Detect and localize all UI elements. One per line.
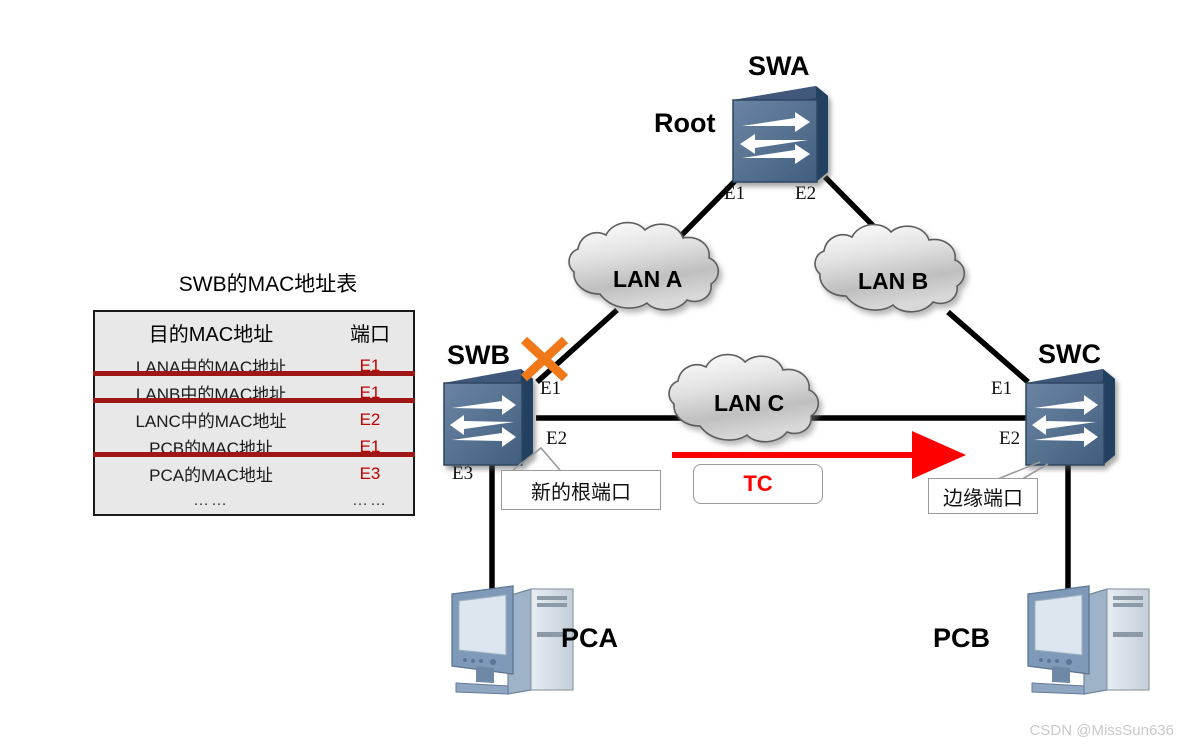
port-label-swb-e2: E2 [546,428,568,449]
mac-entry: PCA的MAC地址 [149,466,273,485]
port-entry: E3 [359,463,381,483]
label-pca: PCA [561,623,619,653]
switch-swb-icon [443,369,533,466]
port-label-swa-e2: E2 [795,183,817,204]
port-entry-ellipsis: …… [352,491,388,509]
link-fault-x-icon [520,336,569,382]
label-root: Root [654,108,716,138]
links [489,175,1071,590]
pc-pcb-icon [1027,585,1150,695]
port-label-swc-e2: E2 [999,428,1021,449]
column-header-port: 端口 [350,323,390,346]
mac-address-table: 目的MAC地址 端口 LANA中的MAC地址 E1 LANB中的MAC地址 E1… [93,310,415,516]
pc-pca-icon [451,585,574,695]
switch-swa-icon [732,86,828,183]
label-swb: SWB [447,340,510,370]
label-lan-c: LAN C [714,390,785,416]
strikethrough-row-1 [93,371,415,376]
link-swa-lanb [823,175,907,260]
label-pcb: PCB [933,623,991,653]
tc-flow-label: TC [743,471,773,496]
table-row: …… …… [94,487,414,515]
port-entry: E1 [359,355,381,375]
mac-table-title: SWB的MAC地址表 [178,273,358,296]
strikethrough-row-4 [93,452,415,457]
port-entry: E1 [359,436,381,456]
port-entry: E1 [359,382,381,402]
port-label-swa-e1: E1 [724,183,746,204]
column-header-mac: 目的MAC地址 [148,323,274,346]
port-label-swb-e3: E3 [452,463,474,484]
callout-edge-port: 边缘端口 [928,478,1038,514]
label-swc: SWC [1038,339,1101,369]
table-row: PCA的MAC地址 E3 [94,460,414,487]
label-swa: SWA [748,51,810,81]
table-row: LANC中的MAC地址 E2 [94,406,414,433]
mac-entry-ellipsis: …… [193,491,229,509]
strikethrough-row-2 [93,398,415,403]
switch-swc-icon [1025,369,1115,466]
label-lan-b: LAN B [858,268,929,294]
port-label-swc-e1: E1 [991,378,1013,399]
mac-entry: LANC中的MAC地址 [135,412,287,431]
label-lan-a: LAN A [613,266,683,292]
tc-flow-badge: TC [693,464,823,504]
table-header-row: 目的MAC地址 端口 [94,311,414,352]
port-label-swb-e1: E1 [540,378,562,399]
link-lanb-swc [946,309,1030,385]
port-entry: E2 [359,409,381,429]
watermark: CSDN @MissSun636 [1029,722,1174,739]
callout-new-root-port: 新的根端口 [501,470,661,510]
link-lana-swb [535,307,619,385]
